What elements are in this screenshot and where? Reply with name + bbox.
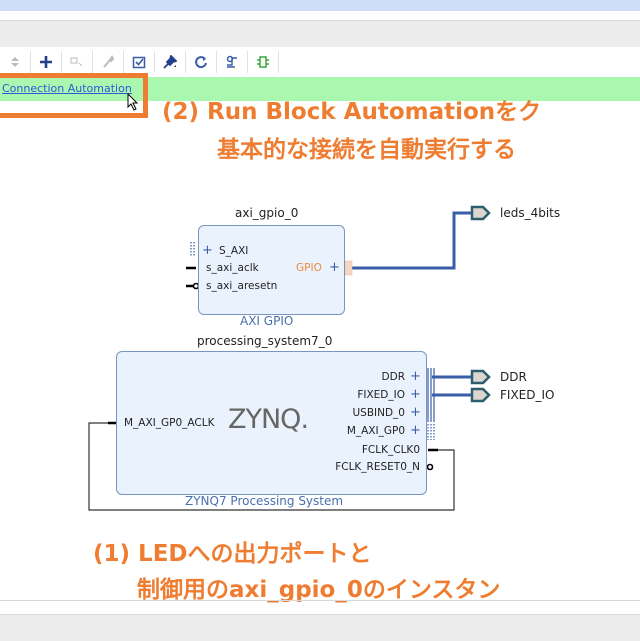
updown-icon <box>11 56 19 67</box>
diagram-toolbar <box>0 47 640 76</box>
pin-fclk-clk0: FCLK_CLK0 <box>361 444 420 456</box>
port-fixed-io[interactable]: FIXED_IO <box>500 388 555 402</box>
s-axi-expand-icon[interactable]: + <box>202 243 213 258</box>
gpio-interface-stub <box>344 260 353 276</box>
zynq-logo-text: ZYNQ. <box>228 404 309 435</box>
ddr-expand-icon[interactable]: + <box>410 369 421 384</box>
axi-gpio-type-label: AXI GPIO <box>240 314 294 328</box>
pin-s-axi-aclk: s_axi_aclk <box>206 262 259 274</box>
port-fixed-io-shape <box>470 387 491 403</box>
add-ip-button[interactable] <box>31 50 62 73</box>
pin-usbind-0: USBIND_0 <box>352 407 405 419</box>
pin-s-axi: S_AXI <box>219 245 249 257</box>
pin-s-axi-aresetn: s_axi_aresetn <box>206 280 278 292</box>
wire-clock-loop <box>88 422 455 511</box>
pin-m-axi-gp0: M_AXI_GP0 <box>346 425 405 437</box>
tab-bar <box>0 21 640 47</box>
panel-divider <box>0 600 640 601</box>
validate-design-button[interactable] <box>124 50 155 73</box>
port-leds-4bits[interactable]: leds_4bits <box>500 206 561 220</box>
m-axi-gp0-expand-icon[interactable]: + <box>410 423 421 438</box>
port-leds-shape <box>470 205 491 221</box>
route-icon <box>226 55 237 68</box>
gpio-expand-icon[interactable]: + <box>329 260 340 275</box>
zynq-type-label: ZYNQ7 Processing System <box>185 494 344 508</box>
fixed-io-expand-icon[interactable]: + <box>410 387 421 402</box>
add-icon <box>40 55 52 68</box>
fclk-reset-bubble <box>426 463 434 471</box>
ip-icon <box>257 55 269 68</box>
annotation-step2-line2: 基本的な接続を自動実行する <box>217 137 516 163</box>
title-spacer <box>0 11 640 21</box>
ip-settings-button[interactable] <box>248 50 279 73</box>
bottom-panel <box>0 614 640 641</box>
mouse-cursor-icon <box>127 93 139 111</box>
expand-collapse-button[interactable] <box>0 50 31 73</box>
pin-fixed-io: FIXED_IO <box>357 389 405 401</box>
annotation-step1-line2: 制御用のaxi_gpio_0のインスタン <box>137 577 501 603</box>
port-ddr-shape <box>470 369 491 385</box>
annotation-step2-line1: (2) Run Block Automationをク <box>162 99 542 125</box>
select-area-button[interactable] <box>62 50 93 73</box>
wire-gpio-leds <box>352 211 472 270</box>
s-axi-stub <box>190 242 195 256</box>
run-connection-automation-link[interactable]: Connection Automation <box>2 82 132 95</box>
axi-gpio-instance-name: axi_gpio_0 <box>235 206 299 220</box>
designer-assistance-banner <box>0 77 640 101</box>
pin-gpio: GPIO <box>296 262 322 274</box>
pin-button[interactable] <box>155 50 186 73</box>
validate-icon <box>132 56 146 68</box>
zynq-block[interactable] <box>116 351 427 495</box>
properties-button[interactable] <box>93 50 124 73</box>
zynq-bus-stubs <box>427 368 435 440</box>
select-area-icon <box>70 57 83 66</box>
pin-m-axi-gp0-aclk: M_AXI_GP0_ACLK <box>124 417 215 429</box>
axi-gpio-block[interactable] <box>198 225 345 315</box>
pin-fclk-reset0-n: FCLK_RESET0_N <box>335 461 420 473</box>
wrench-icon <box>103 54 115 68</box>
annotation-step1-line1: (1) LEDへの出力ポートと <box>93 541 372 567</box>
zynq-instance-name: processing_system7_0 <box>197 334 333 348</box>
pin-ddr: DDR <box>381 371 405 383</box>
regenerate-layout-button[interactable] <box>186 50 217 73</box>
optimize-routing-button[interactable] <box>217 50 248 73</box>
usbind-expand-icon[interactable]: + <box>410 405 421 420</box>
pin-icon <box>163 54 177 69</box>
port-ddr[interactable]: DDR <box>500 370 527 384</box>
highlight-box <box>0 73 148 118</box>
title-bar <box>0 0 640 11</box>
refresh-icon <box>195 55 207 68</box>
